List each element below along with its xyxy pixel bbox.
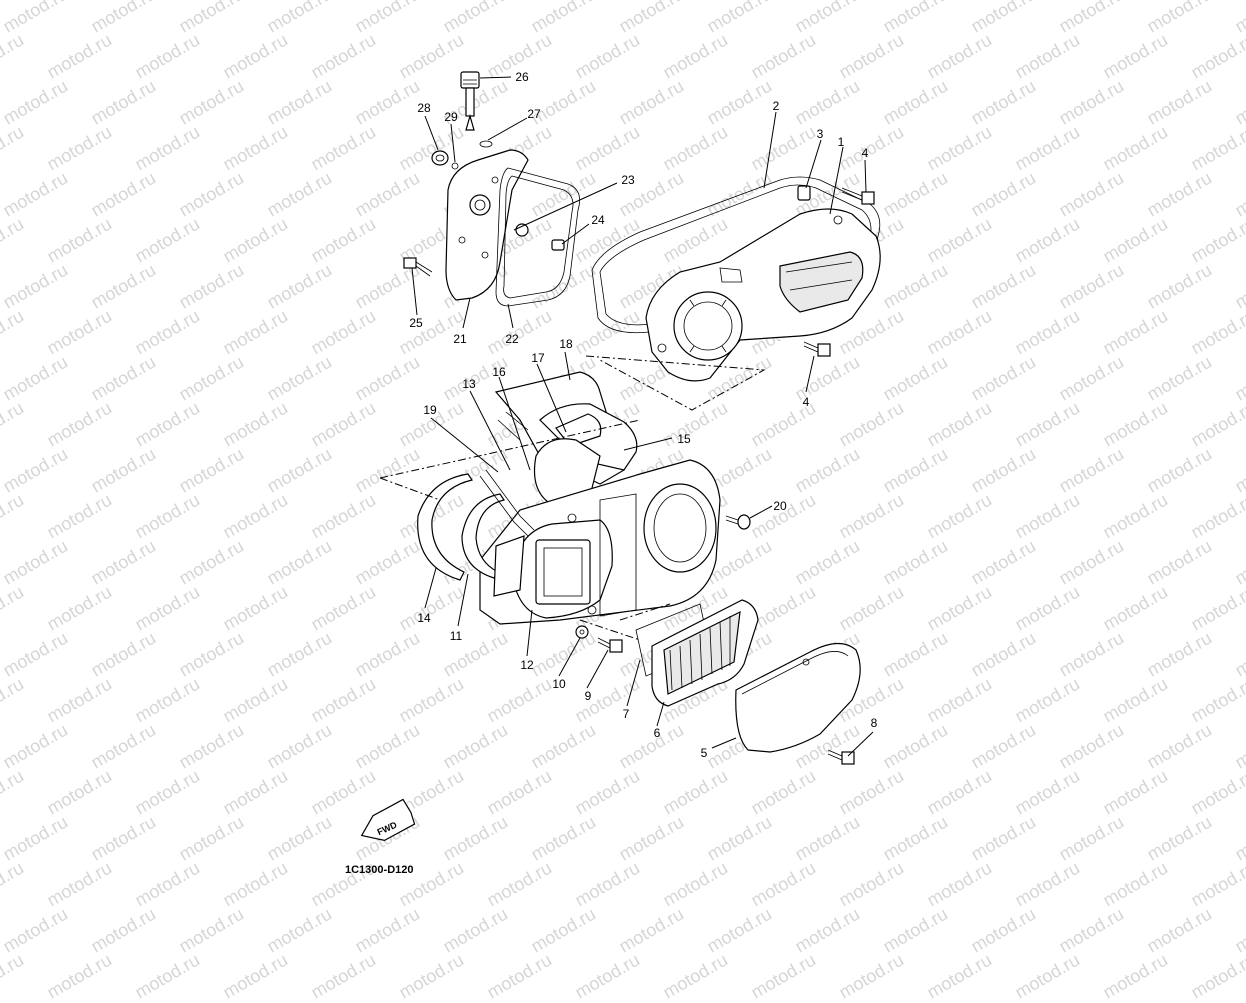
watermark-text: motod.ru xyxy=(131,949,204,1003)
watermark-text: motod.ru xyxy=(307,949,380,1003)
callout-22: 22 xyxy=(505,332,519,346)
watermark-text: motod.ru xyxy=(1187,949,1246,1003)
screw-8 xyxy=(827,749,855,765)
callout-28: 28 xyxy=(417,101,431,115)
callout-24: 24 xyxy=(591,213,605,227)
forward-direction-arrow: FWD xyxy=(360,798,416,842)
watermark-text: motod.ru xyxy=(923,949,996,1003)
callout-10: 10 xyxy=(552,677,566,691)
callout-7: 7 xyxy=(623,707,630,721)
callout-11: 11 xyxy=(450,629,463,643)
screw-20 xyxy=(725,514,751,530)
crankcase-cover-gasket xyxy=(591,176,881,334)
callout-18: 18 xyxy=(559,337,573,351)
air-filter-cover xyxy=(735,642,861,753)
callout-25: 25 xyxy=(409,316,423,330)
watermark-text: motod.ru xyxy=(395,949,468,1003)
side-cover-gasket xyxy=(495,167,581,307)
oil-filler-cap xyxy=(460,71,493,148)
exploded-parts-diagram: 1234456789101112131415161718192021222324… xyxy=(345,70,881,876)
watermark-text: motod.ru xyxy=(1099,949,1172,1003)
filter-seal-ring-11 xyxy=(461,493,505,579)
leader-lines xyxy=(411,76,874,757)
callout-8: 8 xyxy=(871,716,878,730)
bolt-25 xyxy=(403,257,433,277)
diagram-code: 1C1300-D120 xyxy=(345,864,414,876)
callout-15: 15 xyxy=(677,432,691,446)
bolt-4-upper xyxy=(841,187,875,205)
callout-21: 21 xyxy=(453,332,467,346)
watermark-text: motod.ru xyxy=(835,949,908,1003)
callout-14: 14 xyxy=(417,611,431,625)
watermark-text: motod.ru xyxy=(659,949,732,1003)
callout-12: 12 xyxy=(520,658,534,672)
callout-9: 9 xyxy=(585,689,592,703)
filter-seal-ring-14 xyxy=(417,473,473,581)
watermark-text: motod.ru xyxy=(747,949,820,1003)
callout-2: 2 xyxy=(773,99,780,113)
callout-16: 16 xyxy=(492,365,506,379)
callout-4: 4 xyxy=(862,146,869,160)
watermark-text: motod.ru xyxy=(43,949,116,1003)
watermark-text: motod.ru xyxy=(1011,949,1084,1003)
callout-1: 1 xyxy=(838,135,845,149)
callout-26: 26 xyxy=(515,70,529,84)
callout-3: 3 xyxy=(817,127,824,141)
callout-19: 19 xyxy=(423,403,437,417)
watermark-text: motod.ru xyxy=(483,949,556,1003)
bolt-9 xyxy=(597,637,623,653)
watermark-text: motod.ru xyxy=(0,949,28,1003)
callout-29: 29 xyxy=(444,110,458,124)
duct-spacer-13 xyxy=(493,535,525,597)
crankcase-cover xyxy=(645,185,881,382)
seal-strip-19 xyxy=(479,469,535,537)
callout-13: 13 xyxy=(462,377,476,391)
callout-23: 23 xyxy=(621,173,635,187)
callout-4: 4 xyxy=(803,395,810,409)
callout-27: 27 xyxy=(527,107,541,121)
air-filter-case xyxy=(479,459,721,625)
watermark-text: motod.ru xyxy=(219,949,292,1003)
callout-6: 6 xyxy=(654,726,661,740)
air-filter-element xyxy=(651,599,759,707)
watermark-text: motod.ru xyxy=(571,949,644,1003)
bolt-4-lower xyxy=(803,341,831,357)
callout-20: 20 xyxy=(773,499,787,513)
transmission-side-cover xyxy=(431,149,529,301)
callout-17: 17 xyxy=(531,351,545,365)
washer-10 xyxy=(575,625,589,639)
assembly-alignment-lines xyxy=(379,355,766,641)
callout-5: 5 xyxy=(701,746,708,760)
